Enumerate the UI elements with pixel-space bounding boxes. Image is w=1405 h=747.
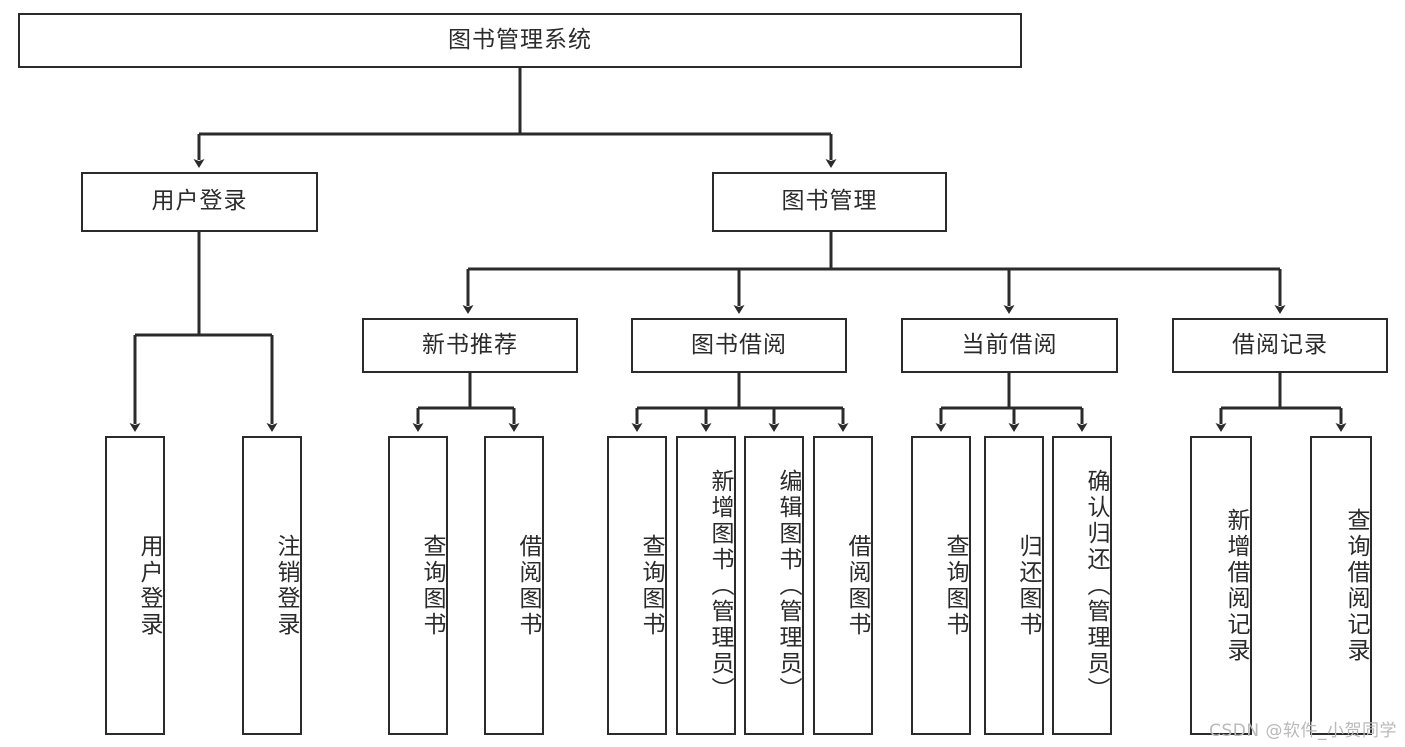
leaf-node[interactable]: 用户登录: [105, 436, 165, 735]
leaf-node-label: 编辑图书（管理员）: [775, 468, 801, 703]
leaf-node[interactable]: 归还图书: [984, 436, 1044, 735]
csdn-watermark: CSDN @软件_小贺同学: [1209, 721, 1397, 741]
node-current-borrow[interactable]: 当前借阅: [901, 318, 1118, 373]
leaf-node-label: 新增借阅记录: [1223, 507, 1249, 664]
node-book-borrow-label: 图书借阅: [691, 331, 787, 358]
leaf-node-label: 用户登录: [136, 533, 162, 638]
leaf-node-label: 确认归还（管理员）: [1083, 468, 1109, 703]
leaf-node[interactable]: 查询图书: [911, 436, 971, 735]
leaf-node[interactable]: 借阅图书: [813, 436, 873, 735]
leaf-node[interactable]: 查询借阅记录: [1310, 436, 1372, 735]
leaf-node-label: 归还图书: [1015, 533, 1041, 638]
leaf-node-label: 借阅图书: [515, 533, 541, 638]
node-new-book-recommend[interactable]: 新书推荐: [362, 318, 578, 373]
leaf-node-label: 查询图书: [419, 533, 445, 638]
node-borrow-record-label: 借阅记录: [1232, 331, 1328, 358]
leaf-node[interactable]: 编辑图书（管理员）: [744, 436, 804, 735]
node-book-borrow[interactable]: 图书借阅: [631, 318, 847, 373]
leaf-node[interactable]: 注销登录: [242, 436, 302, 735]
leaf-node-label: 借阅图书: [844, 533, 870, 638]
leaf-node[interactable]: 借阅图书: [484, 436, 544, 735]
node-root[interactable]: 图书管理系统: [18, 13, 1022, 68]
leaf-node-label: 注销登录: [273, 533, 299, 638]
node-user-login-label: 用户登录: [151, 188, 248, 215]
leaf-node[interactable]: 确认归还（管理员）: [1052, 436, 1112, 735]
leaf-node-label: 新增图书（管理员）: [707, 468, 733, 703]
leaf-node-label: 查询图书: [942, 533, 968, 638]
leaf-node-label: 查询图书: [638, 533, 664, 638]
node-new-book-recommend-label: 新书推荐: [422, 331, 518, 358]
leaf-node[interactable]: 新增借阅记录: [1190, 436, 1252, 735]
node-borrow-record[interactable]: 借阅记录: [1172, 318, 1388, 373]
leaf-node[interactable]: 查询图书: [388, 436, 448, 735]
leaf-node[interactable]: 查询图书: [607, 436, 667, 735]
node-current-borrow-label: 当前借阅: [961, 331, 1058, 358]
node-root-label: 图书管理系统: [448, 26, 592, 53]
node-user-login[interactable]: 用户登录: [81, 172, 318, 232]
node-book-management[interactable]: 图书管理: [712, 172, 947, 232]
leaf-node-label: 查询借阅记录: [1343, 507, 1369, 664]
leaf-node[interactable]: 新增图书（管理员）: [676, 436, 736, 735]
node-book-management-label: 图书管理: [781, 188, 878, 215]
